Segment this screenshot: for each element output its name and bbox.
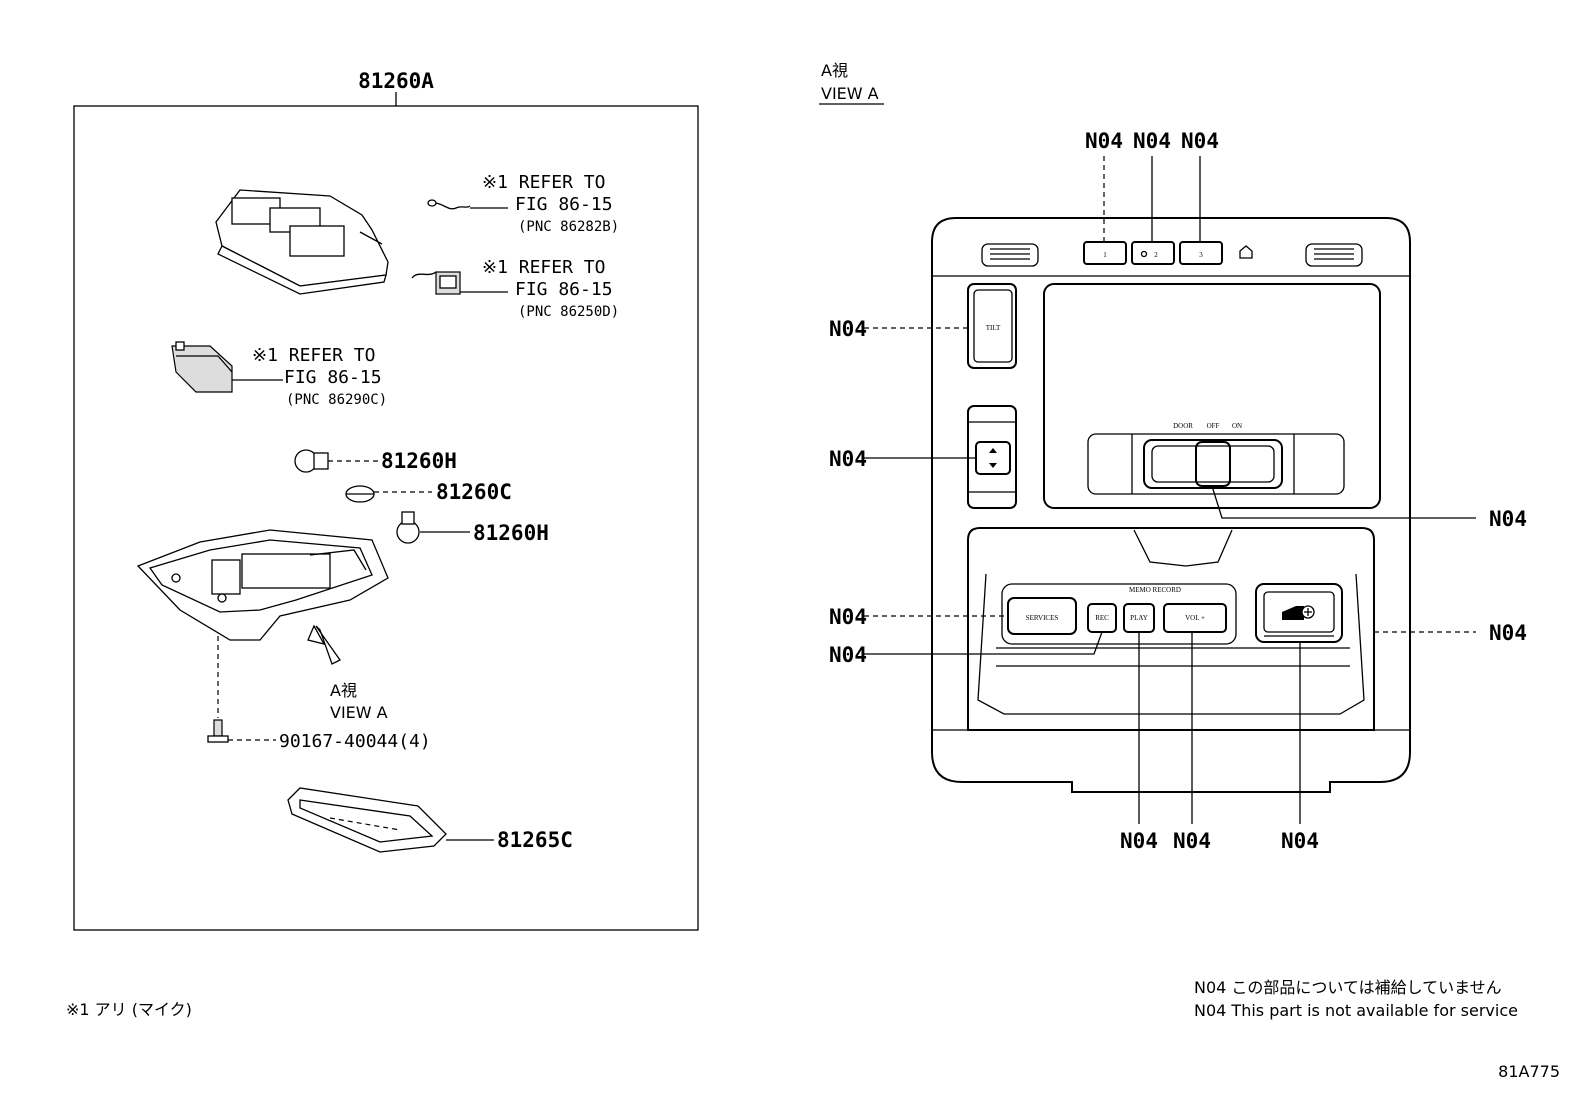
- bulb-icon: [396, 511, 420, 544]
- sunroof-switch[interactable]: [975, 441, 1011, 475]
- rec-button[interactable]: REC: [1087, 603, 1117, 633]
- fig-ref-text-3: FIG 86-15: [284, 367, 382, 388]
- callout-n04: N04: [829, 447, 867, 471]
- switch-label-on: ON: [1232, 422, 1242, 430]
- switch-label-door: DOOR: [1173, 422, 1193, 430]
- callout-n04: N04: [829, 605, 867, 629]
- control-panel-frame: [967, 527, 1375, 731]
- figure-id: 81A775: [1498, 1062, 1560, 1081]
- lens-cover-icon: [287, 787, 447, 853]
- play-button[interactable]: PLAY: [1123, 603, 1155, 633]
- pnc-text-3: (PNC 86290C): [286, 392, 387, 408]
- refer-to-text-2: ※1 REFER TO: [482, 257, 605, 278]
- svg-text:VOL +: VOL +: [1185, 614, 1205, 622]
- tilt-button-bezel: [967, 283, 1017, 369]
- n04-note-jp: N04 この部品については補給していません: [1194, 978, 1502, 997]
- callout-n04: N04: [1173, 829, 1211, 853]
- assist-button[interactable]: [1255, 583, 1343, 643]
- callout-n04: N04: [1120, 829, 1158, 853]
- lamp-switch-housing: [1087, 433, 1345, 495]
- homelink-button-1[interactable]: 1: [1083, 241, 1127, 265]
- switch-label-off: OFF: [1207, 422, 1220, 430]
- part-81260C: 81260C: [436, 480, 512, 504]
- part-81265C: 81265C: [497, 828, 573, 852]
- microphone-module-icon: [171, 341, 233, 393]
- footnote-mic: ※1 アリ (マイク): [66, 1000, 192, 1019]
- console-lamp-housing-icon: [215, 189, 389, 295]
- svg-text:REC: REC: [1095, 614, 1109, 622]
- callout-n04: N04: [1489, 621, 1527, 645]
- n04-note-en: N04 This part is not available for servi…: [1194, 1001, 1518, 1020]
- svg-text:SERVICES: SERVICES: [1026, 614, 1059, 622]
- refer-to-text-1: ※1 REFER TO: [482, 172, 605, 193]
- tilt-button[interactable]: TILT: [973, 289, 1013, 363]
- assembly-frame: [73, 105, 699, 931]
- svg-text:2: 2: [1154, 251, 1158, 259]
- vent-right-icon: [1305, 243, 1363, 267]
- assembly-part-number: 81260A: [358, 69, 434, 93]
- callout-n04: N04: [1133, 129, 1171, 153]
- screw-icon: [207, 719, 229, 743]
- lens-housing-icon: [136, 529, 389, 641]
- services-button[interactable]: SERVICES: [1007, 597, 1077, 635]
- callout-n04: N04: [1085, 129, 1123, 153]
- view-a-en-left: VIEW A: [330, 703, 388, 722]
- svg-text:3: 3: [1199, 251, 1203, 259]
- left-assembly-panel: 81260A ※1 REFER TO FIG 86-15 (PNC 86282B…: [73, 69, 699, 931]
- overhead-console-outline: [931, 217, 1411, 793]
- pnc-text-1: (PNC 86282B): [518, 219, 619, 235]
- svg-text:1: 1: [1103, 251, 1107, 259]
- view-a-jp-left: A視: [330, 681, 357, 700]
- svg-text:TILT: TILT: [986, 324, 1001, 332]
- vent-left-icon: [981, 243, 1039, 267]
- lamp-lens-area: [1043, 283, 1381, 509]
- microphone-connector-icon: [411, 271, 461, 295]
- microphone-wire-icon: [427, 199, 471, 210]
- callout-n04: N04: [1281, 829, 1319, 853]
- festoon-bulb-icon: [345, 485, 375, 503]
- callout-n04: N04: [829, 643, 867, 667]
- callout-n04: N04: [829, 317, 867, 341]
- part-screw: 90167-40044(4): [279, 731, 431, 752]
- view-arrow-icon: [315, 625, 341, 665]
- part-81260H-a: 81260H: [381, 449, 457, 473]
- pnc-text-2: (PNC 86250D): [518, 304, 619, 320]
- door-off-on-switch[interactable]: [1195, 441, 1231, 487]
- fig-ref-text-1: FIG 86-15: [515, 194, 613, 215]
- homelink-button-2[interactable]: 2: [1131, 241, 1175, 265]
- memo-record-label: MEMO RECORD: [1129, 586, 1181, 594]
- part-81260H-b: 81260H: [473, 521, 549, 545]
- view-a-jp-right: A視: [821, 61, 848, 80]
- svg-text:PLAY: PLAY: [1130, 614, 1148, 622]
- fig-ref-text-2: FIG 86-15: [515, 279, 613, 300]
- home-icon: [1239, 245, 1253, 259]
- bulb-icon: [294, 449, 329, 473]
- callout-n04: N04: [1489, 507, 1527, 531]
- callout-n04: N04: [1181, 129, 1219, 153]
- sunroof-switch-bezel: [967, 405, 1017, 509]
- vol-button[interactable]: VOL +: [1163, 603, 1227, 633]
- homelink-button-3[interactable]: 3: [1179, 241, 1223, 265]
- view-a-en-right: VIEW A: [821, 84, 879, 103]
- view-a-panel: A視 VIEW A N04 N04 N04 1: [819, 61, 1527, 853]
- refer-to-text-3: ※1 REFER TO: [252, 345, 375, 366]
